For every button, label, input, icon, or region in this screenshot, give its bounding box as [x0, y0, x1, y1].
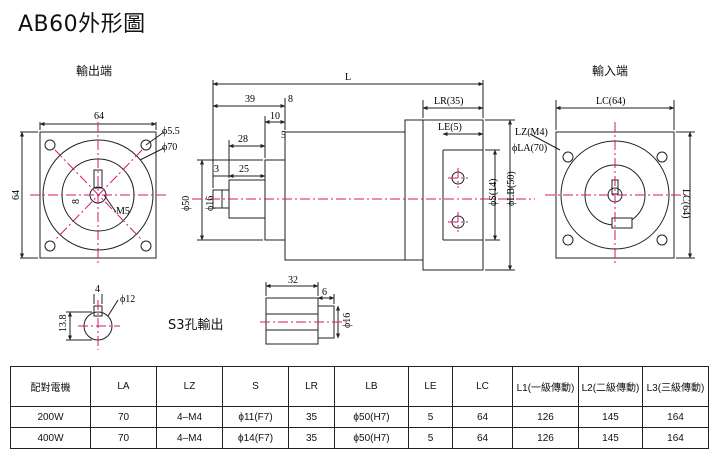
cell-s: ϕ11(F7): [222, 406, 289, 428]
dim-L: L: [345, 72, 351, 83]
cell-lc: 64: [452, 406, 513, 428]
dim-LR: LR(35): [434, 96, 463, 107]
dim-phi-70: ϕ70: [162, 142, 177, 153]
cell-l2: 145: [578, 406, 643, 428]
dim-LZ: LZ(M4): [515, 127, 548, 138]
cell-lr: 35: [288, 427, 335, 449]
output-end-label: 輸出端: [76, 64, 113, 78]
dim-phi16: ϕ16: [205, 196, 216, 211]
cell-l3: 164: [642, 427, 709, 449]
header-le: LE: [408, 366, 453, 407]
header-l3: L3(三級傳動): [642, 366, 709, 407]
dim-s3-6: 6: [322, 287, 327, 298]
dim-phiS: ϕS(14): [488, 179, 499, 207]
keyed-shaft-section: [66, 294, 119, 341]
dim-s3-phi16: ϕ16: [342, 313, 353, 328]
cell-la: 70: [90, 406, 157, 428]
dim-39: 39: [245, 94, 255, 105]
dim-25: 25: [239, 164, 249, 175]
table-row: 400W 70 4–M4 ϕ14(F7) 35 ϕ50(H7) 5 64 126…: [10, 427, 709, 449]
cell-l1: 126: [512, 427, 579, 449]
side-centerline: [192, 168, 535, 232]
header-lb: LB: [334, 366, 409, 407]
dim-key-13-8: 13.8: [58, 315, 69, 333]
side-view: [197, 80, 515, 271]
header-s: S: [222, 366, 289, 407]
cell-le: 5: [408, 427, 453, 449]
cell-le: 5: [408, 406, 453, 428]
cell-lz: 4–M4: [156, 406, 223, 428]
keyed-shaft-centerlines: [78, 300, 120, 350]
page-title: AB60外形圖: [18, 12, 146, 37]
dim-key-phi12: ϕ12: [120, 294, 135, 305]
cell-lb: ϕ50(H7): [334, 427, 409, 449]
dim-phiLB: ϕLB(50): [506, 171, 517, 206]
header-lc: LC: [452, 366, 513, 407]
dim-front-64-side: 64: [11, 190, 22, 200]
header-lr: LR: [288, 366, 335, 407]
header-l2: L2(二級傳動): [578, 366, 643, 407]
input-front-centerlines: [545, 122, 690, 266]
dim-10: 10: [270, 111, 280, 122]
output-front-view: [20, 122, 165, 259]
dim-LE: LE(5): [438, 122, 462, 133]
header-motor: 配對電機: [10, 366, 91, 407]
dimension-drawing: 64 64 ϕ5.5 ϕ70 8 M5: [11, 72, 695, 350]
cell-l2: 145: [578, 427, 643, 449]
dim-LC-top: LC(64): [596, 96, 625, 107]
dim-28: 28: [238, 134, 248, 145]
input-front-view: [529, 100, 695, 259]
s3-hole-section: [265, 282, 340, 345]
header-lz: LZ: [156, 366, 223, 407]
cell-l1: 126: [512, 406, 579, 428]
cell-lr: 35: [288, 406, 335, 428]
dim-phiLA: ϕLA(70): [512, 143, 547, 154]
dim-front-8: 8: [71, 199, 82, 204]
dim-8: 8: [288, 94, 293, 105]
dim-phi-5-5: ϕ5.5: [162, 126, 180, 137]
dim-phi50: ϕ50: [181, 196, 192, 211]
cell-la: 70: [90, 427, 157, 449]
header-l1: L1(一級傳動): [512, 366, 579, 407]
cell-lc: 64: [452, 427, 513, 449]
table-row: 200W 70 4–M4 ϕ11(F7) 35 ϕ50(H7) 5 64 126…: [10, 406, 709, 428]
cell-motor: 200W: [10, 406, 91, 428]
dim-5: 5: [281, 130, 286, 141]
dim-key-4: 4: [95, 284, 100, 295]
cell-l3: 164: [642, 406, 709, 428]
cell-lb: ϕ50(H7): [334, 406, 409, 428]
header-la: LA: [90, 366, 157, 407]
cell-lz: 4–M4: [156, 427, 223, 449]
dim-3: 3: [214, 164, 219, 175]
dim-front-m5: M5: [116, 206, 130, 217]
cell-motor: 400W: [10, 427, 91, 449]
spec-table: 配對電機 LA LZ S LR LB LE LC L1(一級傳動) L2(二級傳…: [10, 366, 709, 449]
output-front-centerlines: [30, 122, 168, 266]
dim-front-64: 64: [94, 111, 104, 122]
input-end-label: 輸入端: [592, 64, 629, 78]
s3-output-label: S3孔輸出: [168, 318, 224, 333]
spec-table-header-row: 配對電機 LA LZ S LR LB LE LC L1(一級傳動) L2(二級傳…: [10, 366, 709, 407]
dim-s3-32: 32: [288, 275, 298, 286]
dim-LC-side: LC(64): [680, 189, 691, 218]
cell-s: ϕ14(F7): [222, 427, 289, 449]
